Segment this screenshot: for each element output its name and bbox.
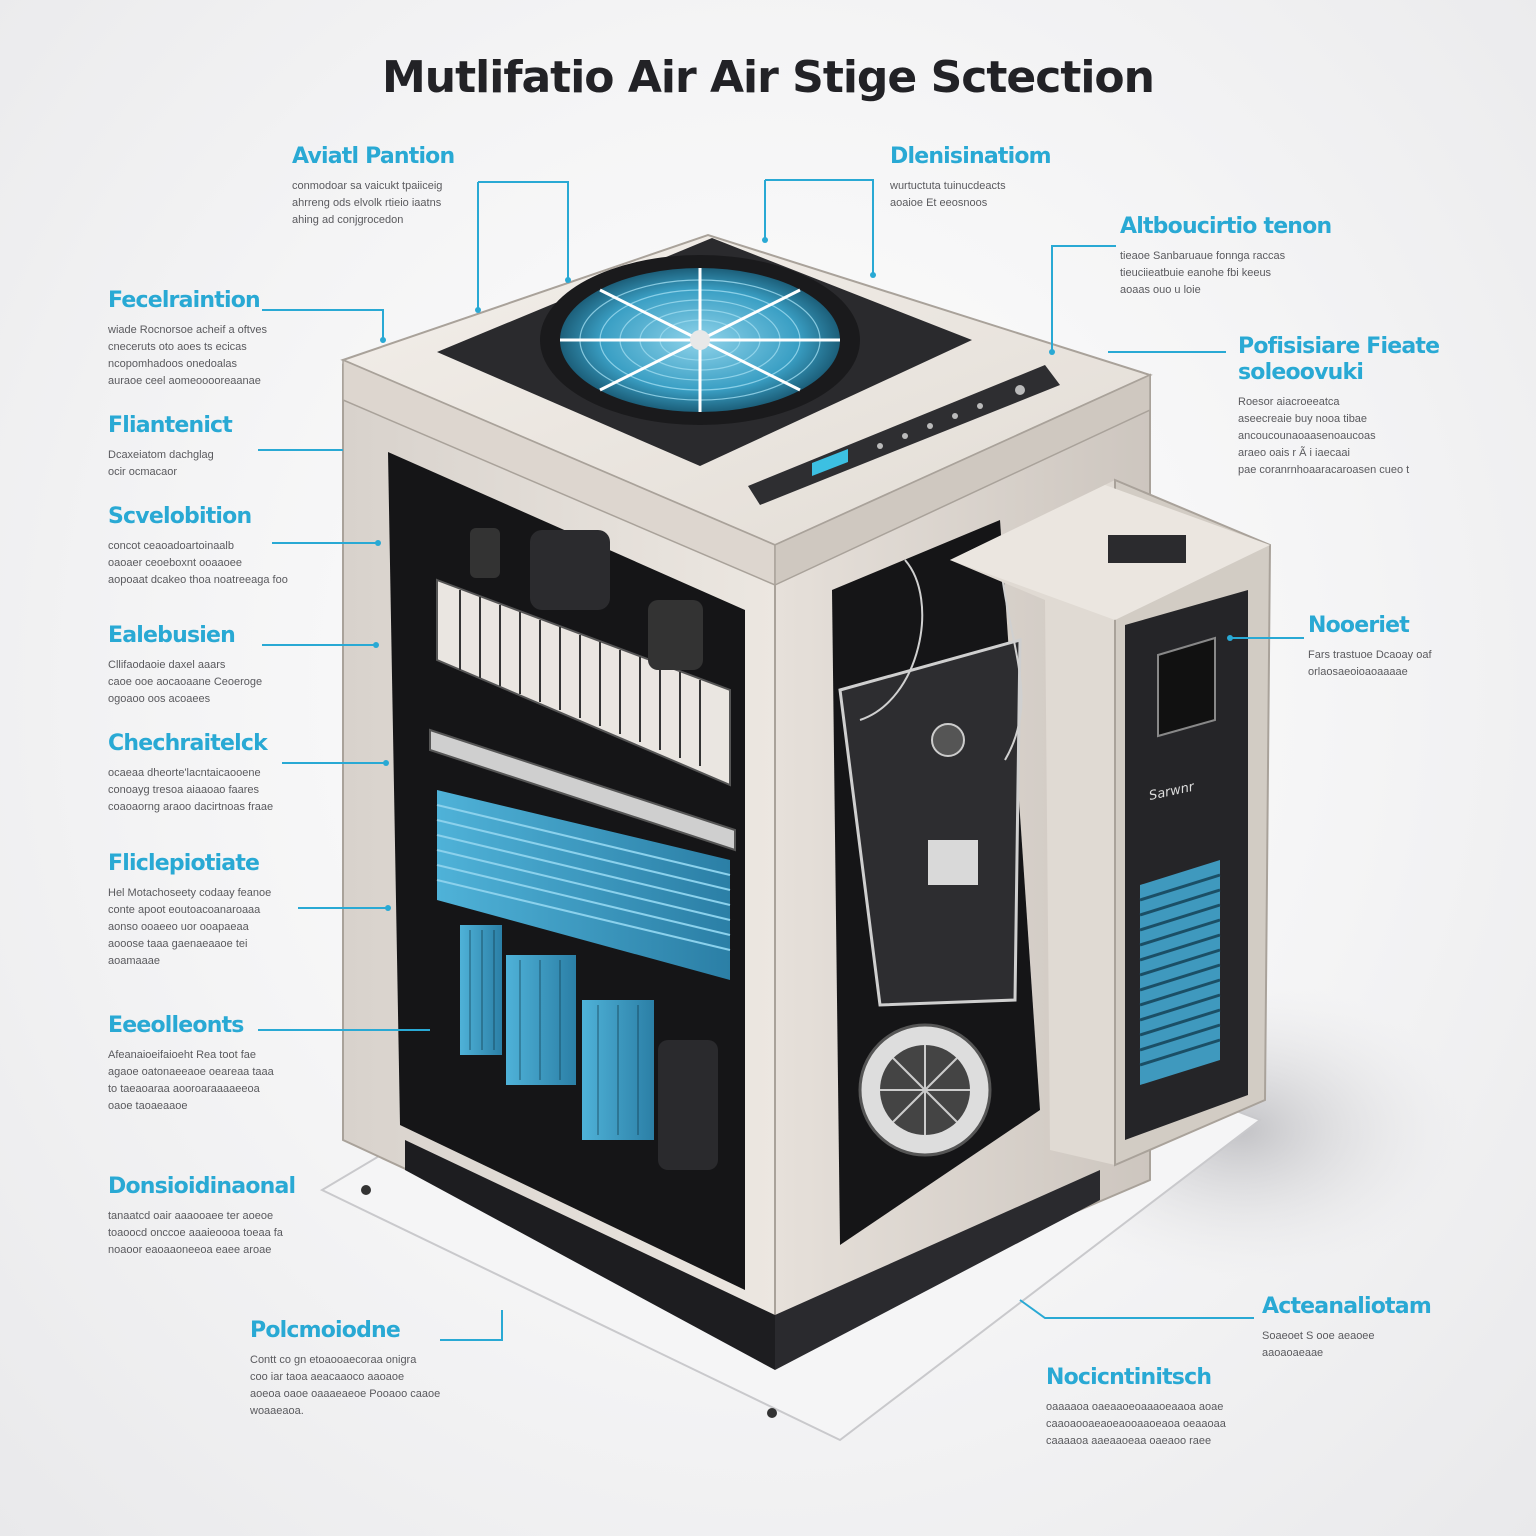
- callout-subtitle: soleoovuki: [1238, 360, 1364, 385]
- leader-lines: [258, 179, 1304, 1341]
- callout-nocicntinitsch: Nocicntinitsch oaaaaoa oaeaaoeoaaaoeaaoa…: [1046, 1365, 1226, 1450]
- callout-pofisisiare-fieate: Pofisisiare Fieate soleoovuki Roesor aia…: [1238, 334, 1440, 479]
- filter-cartridge: [460, 925, 502, 1055]
- callout-chechraitelck: Chechraitelck ocaeaa dheorte'lacntaicaoo…: [108, 731, 273, 816]
- callout-aviatl-pantion: Aviatl Pantion conmodoar sa vaicukt tpai…: [292, 144, 455, 229]
- callout-polcmoiodne: Polcmoiodne Contt co gn etoaooaecoraa on…: [250, 1318, 440, 1420]
- callout-title: Pofisisiare Fieate: [1238, 334, 1440, 359]
- callout-title: Fliantenict: [108, 413, 233, 438]
- callout-title: Chechraitelck: [108, 731, 268, 756]
- motor-housing: [530, 530, 610, 610]
- side-display: [1157, 636, 1216, 738]
- display-screen: [812, 449, 848, 476]
- callout-title: Fecelraintion: [108, 288, 261, 313]
- callout-title: Nooeriet: [1308, 613, 1410, 638]
- callout-fecelraintion: Fecelraintion wiade Rocnorsoe acheif a o…: [108, 288, 267, 390]
- callout-fliclepiotiate: Fliclepiotiate Hel Motachoseety codaay f…: [108, 851, 271, 970]
- side-module-front: [950, 480, 1115, 1165]
- fan-grille: [560, 268, 840, 412]
- callout-title: Ealebusien: [108, 623, 236, 648]
- capacitor: [658, 1040, 718, 1170]
- callout-title: Altboucirtio tenon: [1120, 214, 1332, 239]
- callout-title: Fliclepiotiate: [108, 851, 260, 876]
- dial-knob: [931, 723, 965, 757]
- intake-grille: [436, 578, 731, 787]
- callout-title: Polcmoiodne: [250, 1318, 401, 1343]
- support-rail: [429, 728, 736, 852]
- callout-title: Eeeolleonts: [108, 1013, 244, 1038]
- callout-title: Scvelobition: [108, 504, 252, 529]
- side-indicator: [1108, 535, 1186, 563]
- callout-altboucirtio-tenon: Altboucirtio tenon tieaoe Sanbaruaue fon…: [1120, 214, 1332, 299]
- diagram-title: Mutlifatio Air Air Stige Sctection: [382, 52, 1155, 103]
- callout-title: Donsioidinaonal: [108, 1174, 296, 1199]
- callout-donsioidinaonal: Donsioidinaonal tanaatcd oair aaaooaee t…: [108, 1174, 296, 1259]
- callout-eeeolleonts: Eeeolleonts Afeanaioeifaioeht Rea toot f…: [108, 1013, 274, 1115]
- control-box: [838, 638, 1022, 1007]
- callout-title: Aviatl Pantion: [292, 144, 455, 169]
- callout-title: Acteanaliotam: [1262, 1294, 1432, 1319]
- chip-module: [928, 840, 978, 885]
- filter-cartridge: [506, 955, 576, 1085]
- callout-title: Nocicntinitsch: [1046, 1365, 1212, 1390]
- callout-title: Dlenisinatiom: [890, 144, 1052, 169]
